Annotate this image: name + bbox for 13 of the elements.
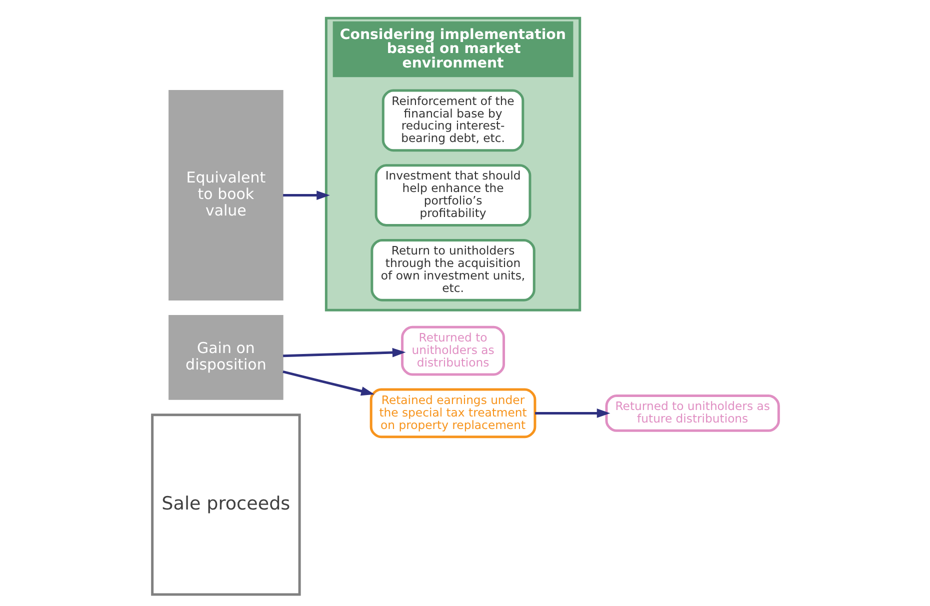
- arrow: [282, 348, 406, 358]
- node-box: Investment that should help enhance the portfolio’s profitability: [374, 164, 531, 226]
- node-box: Equivalent to book value: [168, 90, 283, 300]
- arrow: [282, 370, 374, 396]
- node-box: Retained earnings under the special tax treatment on property replacement: [369, 388, 536, 438]
- node-box: Reinforcement of the financial base by reducing interest-bearing debt, etc.: [381, 89, 524, 152]
- node-box: Gain on disposition: [168, 315, 283, 400]
- node-box: Sale proceeds: [150, 414, 300, 596]
- node-box: Returned to unitholders as distributions: [400, 326, 505, 376]
- node-box: Return to unitholders through the acquisition of own investment units, etc.: [370, 238, 535, 302]
- arrow: [282, 190, 330, 200]
- arrow: [534, 408, 610, 418]
- node-box: Returned to unitholders as future distributions: [604, 394, 780, 432]
